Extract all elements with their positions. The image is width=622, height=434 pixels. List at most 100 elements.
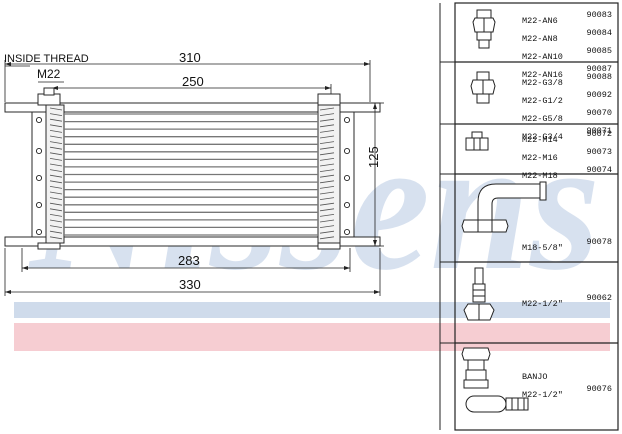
dimension-core-top: 250 (182, 74, 204, 89)
tank-rib (49, 141, 63, 144)
article-code: 90085 (586, 46, 612, 56)
thread-size-label: M22 (37, 67, 61, 81)
tank-rib (49, 191, 63, 195)
mounting-hole (35, 201, 43, 209)
mounting-hole (35, 147, 43, 155)
part-number: M22-G5/8 (522, 114, 563, 124)
adapter-icon (465, 131, 489, 151)
tank-rib (49, 186, 63, 189)
part-number: M22-G3/8 (522, 78, 563, 88)
fitting-group-5: M22-1/2"90062 (522, 293, 614, 311)
tank-rib (49, 219, 63, 223)
hose-barb-icon (463, 267, 495, 321)
tank-rib (319, 146, 335, 150)
mounting-holes (35, 116, 351, 236)
dimension-lines (4, 60, 384, 296)
tank-rib (319, 118, 335, 122)
dimension-core-bottom: 283 (178, 253, 200, 268)
tank-rib (49, 146, 63, 150)
dimension-arrows (5, 62, 380, 294)
watermark-red-stripe (14, 323, 610, 351)
fitting-group-4: M18-5/8" 90078 (522, 237, 614, 255)
part-number: M22-M16 (522, 153, 558, 163)
port-bosses (37, 87, 341, 250)
divider-stubs (439, 3, 455, 430)
watermark-blue-stripe (14, 302, 610, 318)
tank-rib (319, 214, 335, 217)
part-number: BANJO (522, 372, 548, 382)
part-number: M22-AN10 (522, 52, 563, 62)
tank-rib (319, 186, 335, 189)
fitting-row: M22-AN10 90085 (522, 46, 614, 64)
dimension-overall-top: 310 (179, 50, 201, 65)
tank-rib (49, 163, 63, 167)
part-number: M22-M18 (522, 171, 558, 181)
fitting-group-6: BANJO M22-1/2"90076 (522, 366, 614, 402)
fitting-row: BANJO (522, 366, 614, 384)
tank-rib (319, 135, 335, 139)
tank-rib (319, 225, 335, 228)
tank-rib (49, 174, 63, 178)
tank-rib (49, 236, 63, 240)
tank-rib (319, 169, 335, 172)
part-number: M22-M14 (522, 135, 558, 145)
tank-rib (319, 141, 335, 144)
tank-rib (319, 130, 335, 133)
mounting-hole (343, 116, 351, 124)
fitting-row: M22-M18 90074 (522, 165, 614, 183)
tank-rib (319, 174, 335, 178)
tank-rib (319, 230, 335, 234)
tank-rib (319, 219, 335, 223)
article-code: 90078 (586, 237, 612, 247)
fitting-row: M22-AN16 90087 (522, 64, 614, 82)
tank-rib (49, 158, 63, 161)
tank-rib (49, 225, 63, 228)
tank-rib (49, 197, 63, 200)
dimension-overall-bottom: 330 (179, 277, 201, 292)
article-code: 90062 (586, 293, 612, 303)
tank-rib (319, 124, 335, 128)
tank-rib (319, 202, 335, 206)
inside-thread-label: INSIDE THREAD (4, 53, 89, 65)
fitting-row: M22-1/2"90062 (522, 293, 614, 311)
fittings-panel-frame (454, 2, 619, 431)
part-number: M22-G3/4 (522, 132, 563, 142)
fitting-row: M22-M16 90073 (522, 147, 614, 165)
part-number: M22-AN16 (522, 70, 563, 80)
tank-rib (49, 152, 63, 156)
fitting-group-3: M22-M14 90072 M22-M16 90073 M22-M18 90074 (522, 129, 614, 183)
article-code: 90083 (586, 10, 612, 20)
tank-rib (49, 230, 63, 234)
article-code: 90088 (586, 72, 612, 82)
article-code: 90071 (586, 126, 612, 136)
mounting-hole (343, 201, 351, 209)
dimension-height: 125 (366, 146, 381, 168)
article-code: 90074 (586, 165, 612, 175)
tank-rib (319, 113, 335, 116)
tank-rib (49, 107, 63, 111)
tank-rib (49, 202, 63, 206)
tank-rib (319, 180, 335, 184)
article-code: 90087 (586, 64, 612, 74)
tank-rib (319, 208, 335, 212)
article-code: 90076 (586, 384, 612, 394)
mounting-hole (343, 228, 351, 236)
hex-nipple-icon (470, 71, 496, 104)
tank-rib (49, 208, 63, 212)
article-code: 90072 (586, 129, 612, 139)
cooler-core-tubes (64, 113, 318, 236)
part-number: M18-5/8" (522, 243, 563, 253)
article-code: 90073 (586, 147, 612, 157)
elbow-fitting-icon (461, 181, 547, 233)
tank-rib (319, 158, 335, 161)
tank-rib (49, 180, 63, 184)
tank-rib (319, 236, 335, 240)
mounting-hole (35, 116, 43, 124)
